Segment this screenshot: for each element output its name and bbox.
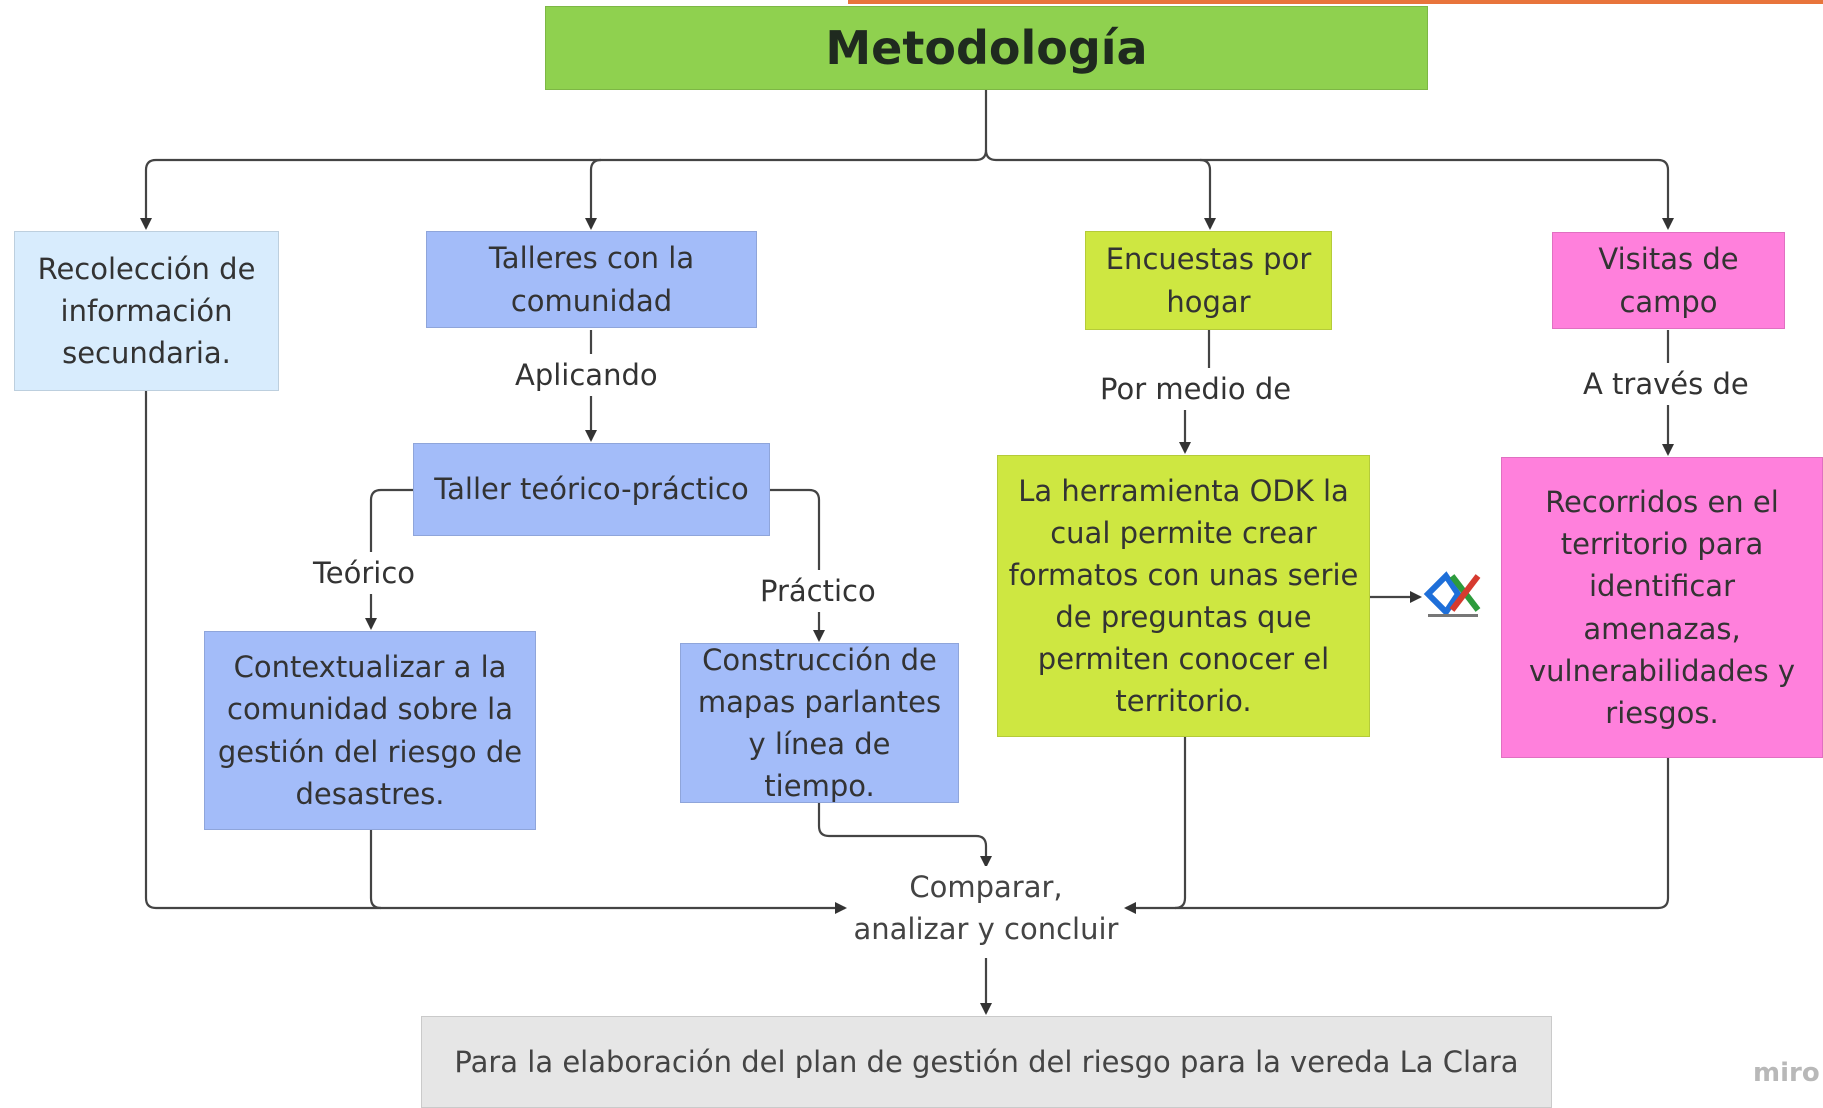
field-tours-box: Recorridos en el territorio para identif… bbox=[1501, 457, 1823, 758]
workshop-theory-practice-box: Taller teórico-práctico bbox=[413, 443, 770, 536]
page-title: Metodología bbox=[825, 20, 1148, 75]
odk-tool-label: La herramienta ODK la cual permite crear… bbox=[1008, 473, 1359, 719]
talking-maps-box: Construcción de mapas parlantes y línea … bbox=[680, 643, 959, 803]
talking-maps-label: Construcción de mapas parlantes y línea … bbox=[697, 642, 942, 804]
compare-analyze-conclude-node: Comparar, analizar y concluir bbox=[848, 866, 1124, 951]
field-tours-label: Recorridos en el territorio para identif… bbox=[1528, 485, 1795, 730]
secondary-info-box: Recolección de información secundaria. bbox=[14, 231, 279, 391]
connector-label-aplicando: Aplicando bbox=[515, 354, 658, 397]
connector-label-por-medio-de: Por medio de bbox=[1100, 368, 1292, 411]
workshop-theory-practice-label: Taller teórico-práctico bbox=[434, 472, 749, 507]
contextualize-label: Contextualizar a la comunidad sobre la g… bbox=[217, 650, 523, 811]
connector-label-practico: Práctico bbox=[760, 570, 876, 613]
miro-watermark: miro bbox=[1753, 1058, 1820, 1088]
odk-logo-icon bbox=[1423, 571, 1481, 617]
title-box: Metodología bbox=[545, 6, 1428, 90]
contextualize-box: Contextualizar a la comunidad sobre la g… bbox=[204, 631, 536, 830]
household-surveys-box: Encuestas por hogar bbox=[1085, 231, 1332, 330]
connector-label-a-traves-de: A través de bbox=[1583, 363, 1749, 406]
secondary-info-label: Recolección de información secundaria. bbox=[37, 251, 256, 371]
odk-tool-box: La herramienta ODK la cual permite crear… bbox=[997, 455, 1370, 737]
household-surveys-label: Encuestas por hogar bbox=[1105, 242, 1312, 319]
community-workshops-box: Talleres con la comunidad bbox=[426, 231, 757, 328]
result-plan-box: Para la elaboración del plan de gestión … bbox=[421, 1016, 1552, 1108]
field-visits-label: Visitas de campo bbox=[1598, 242, 1739, 319]
community-workshops-label: Talleres con la comunidad bbox=[488, 241, 695, 318]
connector-label-teorico: Teórico bbox=[313, 552, 416, 595]
top-accent-bar bbox=[848, 0, 1823, 4]
compare-analyze-conclude-label: Comparar, analizar y concluir bbox=[853, 870, 1119, 947]
result-plan-label: Para la elaboración del plan de gestión … bbox=[454, 1044, 1519, 1079]
field-visits-box: Visitas de campo bbox=[1552, 232, 1785, 329]
